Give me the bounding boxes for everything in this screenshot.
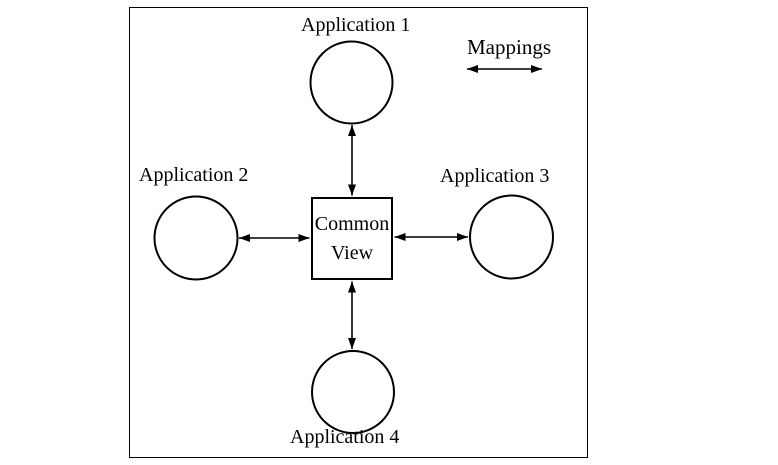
- common-view-line1: Common: [314, 212, 390, 235]
- node-label-application-2: Application 2: [139, 164, 249, 186]
- application-3-circle: [469, 194, 554, 280]
- node-label-application-3: Application 3: [440, 165, 550, 187]
- application-4-circle: [311, 350, 395, 434]
- application-1-circle: [309, 40, 394, 125]
- common-view-box: Common View: [311, 197, 393, 280]
- legend-label: Mappings: [467, 35, 551, 59]
- common-view-line2: View: [330, 241, 374, 264]
- node-label-application-4: Application 4: [290, 426, 400, 448]
- node-label-application-1: Application 1: [301, 14, 411, 36]
- application-2-circle: [153, 195, 239, 281]
